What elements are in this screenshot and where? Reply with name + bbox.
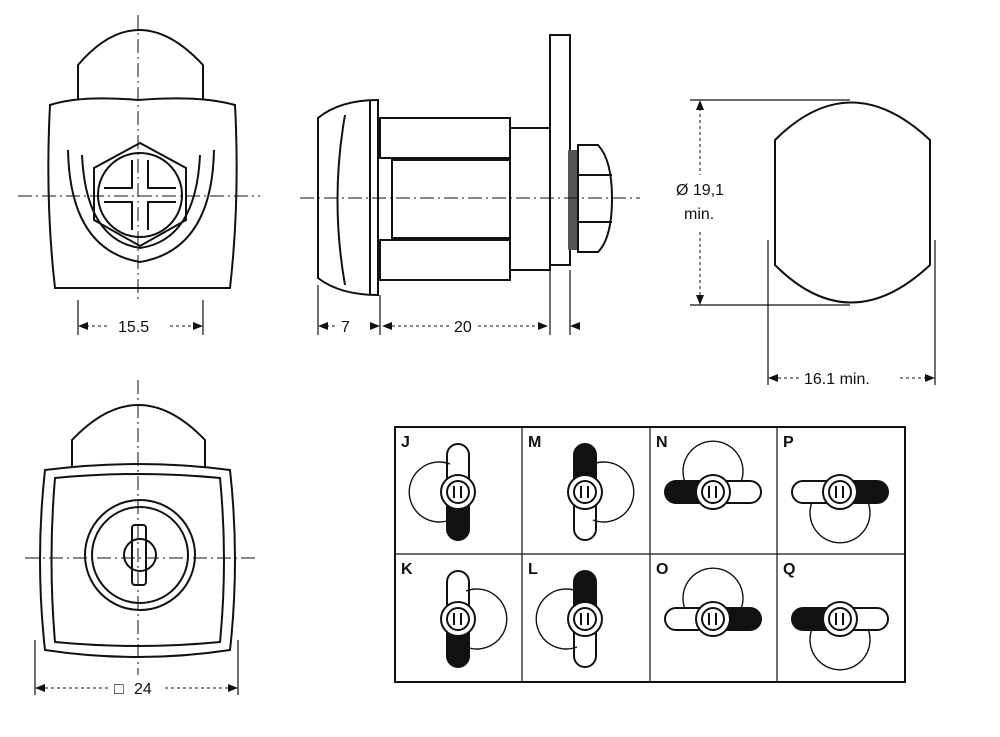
dim-diameter: Ø 19,1 bbox=[676, 182, 724, 199]
cell-letter: L bbox=[528, 561, 538, 578]
cylinder-inner bbox=[446, 480, 470, 504]
cylinder-inner bbox=[573, 480, 597, 504]
dim-square-size: 24 bbox=[134, 681, 152, 698]
rotation-table: J M N P K L O Q bbox=[394, 426, 906, 683]
side-view: 7 20 bbox=[300, 34, 640, 336]
rotation-arrow bbox=[408, 461, 451, 523]
key-slot bbox=[835, 613, 844, 625]
rotation-cell: P bbox=[783, 434, 889, 544]
cylinder bbox=[822, 474, 858, 510]
dim-front-width: 15.5 bbox=[118, 319, 149, 336]
cylinder-inner bbox=[828, 607, 852, 631]
cell-letter: M bbox=[528, 434, 541, 451]
key-slot bbox=[708, 486, 717, 498]
face-view: □ 24 bbox=[25, 380, 255, 698]
rotation-cell: Q bbox=[783, 561, 889, 671]
square-symbol: □ bbox=[114, 681, 124, 698]
key-slot bbox=[708, 613, 717, 625]
key-slot bbox=[453, 486, 462, 498]
key-slot bbox=[580, 486, 589, 498]
cell-letter: P bbox=[783, 434, 794, 451]
cell-letter: O bbox=[656, 561, 668, 578]
cylinder bbox=[695, 474, 731, 510]
cylinder-inner bbox=[701, 607, 725, 631]
cell-letter: J bbox=[401, 434, 410, 451]
cylinder-inner bbox=[573, 607, 597, 631]
rotation-arrow bbox=[809, 628, 871, 671]
cylinder bbox=[567, 474, 603, 510]
rotation-arrow bbox=[592, 461, 635, 523]
cylinder bbox=[695, 601, 731, 637]
rotation-arrow bbox=[535, 588, 578, 650]
rotation-cell: O bbox=[656, 561, 762, 637]
cylinder-inner bbox=[446, 607, 470, 631]
cell-letter: Q bbox=[783, 561, 795, 578]
cylinder bbox=[822, 601, 858, 637]
rotation-cell: N bbox=[656, 434, 762, 510]
cylinder-inner bbox=[701, 480, 725, 504]
rotation-arrow bbox=[682, 567, 744, 610]
rotation-arrow bbox=[682, 440, 744, 483]
rotation-cell: K bbox=[401, 561, 508, 668]
key-slot bbox=[835, 486, 844, 498]
cell-letter: N bbox=[656, 434, 668, 451]
dim-diameter-min: min. bbox=[684, 206, 714, 223]
key-slot bbox=[580, 613, 589, 625]
dim-body-length: 20 bbox=[454, 319, 472, 336]
cylinder bbox=[567, 601, 603, 637]
dim-cap-depth: 7 bbox=[341, 319, 350, 336]
front-view: 15.5 bbox=[18, 15, 260, 336]
rotation-cell: M bbox=[528, 434, 635, 541]
cylinder bbox=[440, 474, 476, 510]
cylinder-inner bbox=[828, 480, 852, 504]
dim-cam-width: 16.1 min. bbox=[804, 371, 870, 388]
rotation-arrow bbox=[809, 501, 871, 544]
cam-profile-view: Ø 19,1 min. 16.1 min. bbox=[676, 99, 936, 388]
rotation-cell: L bbox=[528, 561, 603, 668]
cylinder bbox=[440, 601, 476, 637]
cell-letter: K bbox=[401, 561, 413, 578]
rotation-arrow bbox=[465, 588, 508, 650]
rotation-cell: J bbox=[401, 434, 476, 541]
key-slot bbox=[453, 613, 462, 625]
